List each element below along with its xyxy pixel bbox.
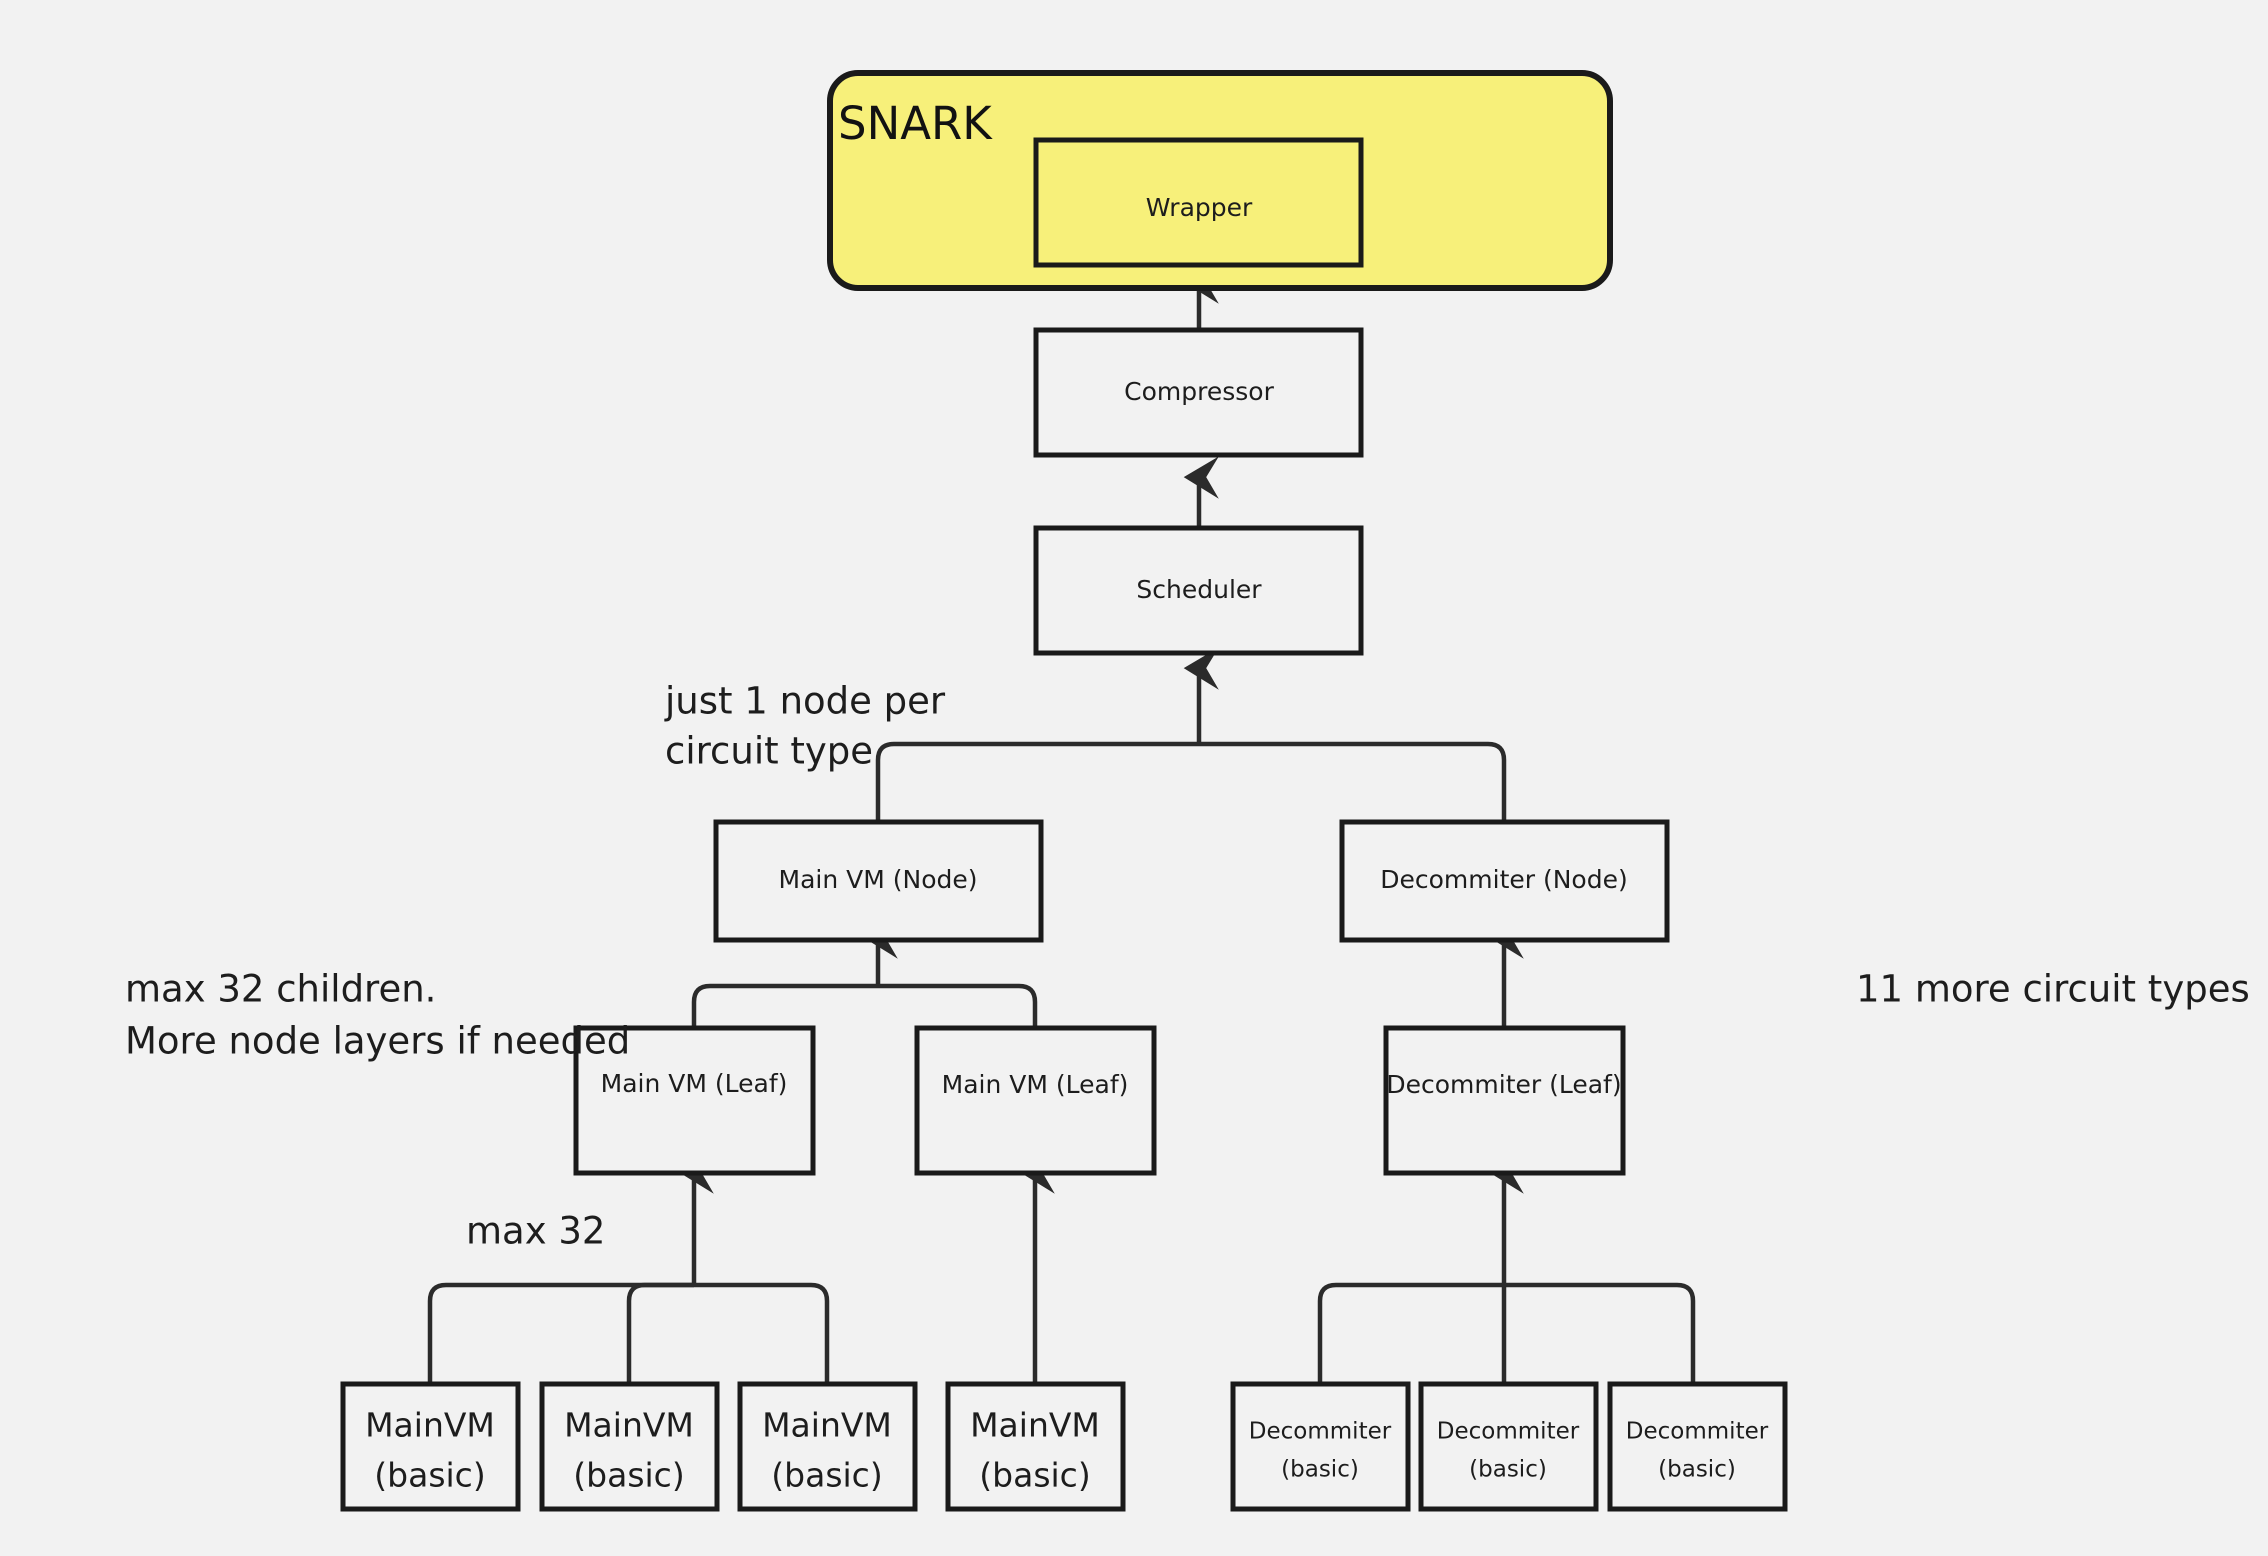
decommiter-basic-3-box[interactable] xyxy=(1607,1381,1788,1512)
mainvm-basic-4-line1: MainVM xyxy=(970,1406,1100,1445)
main-vm-node-box[interactable] xyxy=(713,819,1044,943)
decommiter-basic-1[interactable]: Decommiter (basic) xyxy=(1230,1381,1411,1512)
scheduler-label: Scheduler xyxy=(1136,575,1262,604)
mainvm-basic-4-line2: (basic) xyxy=(979,1456,1090,1495)
snark-group-title: SNARK xyxy=(838,97,993,150)
connector-layer xyxy=(427,261,1696,1385)
mainvm-basic-1-line2: (basic) xyxy=(374,1456,485,1495)
mainvm-basic-3-line1: MainVM xyxy=(762,1406,892,1445)
connector-mainvm-node-to-branch xyxy=(875,741,1199,824)
snark-group[interactable]: SNARK Wrapper xyxy=(827,70,1613,291)
annotation-leaf-max32: max 32 xyxy=(466,1210,605,1253)
connector-decommiter-node-to-branch xyxy=(1199,741,1507,824)
mainvm-basic-1-line1: MainVM xyxy=(365,1406,495,1445)
compressor-label: Compressor xyxy=(1124,377,1274,406)
main-vm-leaf-1-label: Main VM (Leaf) xyxy=(601,1069,788,1098)
connector-mainvm-leaf2-to-branch xyxy=(878,983,1038,1030)
wrapper-label: Wrapper xyxy=(1146,193,1253,222)
main-vm-leaf-1-box[interactable] xyxy=(573,1025,816,1176)
scheduler-node[interactable]: Scheduler xyxy=(1033,525,1364,656)
main-vm-node-label: Main VM (Node) xyxy=(779,865,978,894)
decommiter-basic-3[interactable]: Decommiter (basic) xyxy=(1607,1381,1788,1512)
decommiter-node-box[interactable] xyxy=(1339,819,1670,943)
decommiter-basic-2-line1: Decommiter xyxy=(1437,1419,1580,1445)
connector-mainvm-leaf1-to-branch xyxy=(691,983,878,1030)
main-vm-node[interactable]: Main VM (Node) xyxy=(713,819,1044,943)
mainvm-basic-2-line1: MainVM xyxy=(564,1406,694,1445)
main-vm-leaf-2-box[interactable] xyxy=(914,1025,1157,1176)
decommiter-basic-2-box[interactable] xyxy=(1418,1381,1599,1512)
decommiter-basic-3-line1: Decommiter xyxy=(1626,1419,1769,1445)
mainvm-basic-2-box[interactable] xyxy=(539,1381,720,1512)
decommiter-node-label: Decommiter (Node) xyxy=(1380,865,1628,894)
annotation-node-line2: More node layers if needed xyxy=(125,1020,630,1063)
decommiter-basic-3-line2: (basic) xyxy=(1658,1457,1736,1483)
connector-mainvm-basic2-to-branch xyxy=(626,1282,694,1385)
decommiter-basic-1-line1: Decommiter xyxy=(1249,1419,1392,1445)
mainvm-basic-3[interactable]: MainVM (basic) xyxy=(737,1381,918,1512)
main-vm-leaf-2[interactable]: Main VM (Leaf) xyxy=(914,1025,1157,1176)
annotation-more-circuit-types: 11 more circuit types xyxy=(1856,968,2250,1011)
decommiter-basic-2-line2: (basic) xyxy=(1469,1457,1547,1483)
mainvm-basic-1-box[interactable] xyxy=(340,1381,521,1512)
main-vm-leaf-1[interactable]: Main VM (Leaf) xyxy=(573,1025,816,1176)
main-vm-leaf-2-label: Main VM (Leaf) xyxy=(942,1070,1129,1099)
decommiter-leaf-1[interactable]: Decommiter (Leaf) xyxy=(1383,1025,1626,1176)
decommiter-basic-2[interactable]: Decommiter (basic) xyxy=(1418,1381,1599,1512)
connector-mainvm-basic1-to-branch xyxy=(427,1282,694,1385)
mainvm-basic-3-box[interactable] xyxy=(737,1381,918,1512)
connector-decommiter-basic1-to-branch xyxy=(1317,1282,1504,1385)
annotation-scheduler-line1: just 1 node per xyxy=(664,680,946,723)
mainvm-basic-1[interactable]: MainVM (basic) xyxy=(340,1381,521,1512)
mainvm-basic-2[interactable]: MainVM (basic) xyxy=(539,1381,720,1512)
decommiter-leaf-1-label: Decommiter (Leaf) xyxy=(1386,1070,1621,1099)
decommiter-leaf-1-box[interactable] xyxy=(1383,1025,1626,1176)
decommiter-basic-1-box[interactable] xyxy=(1230,1381,1411,1512)
compressor-node[interactable]: Compressor xyxy=(1033,327,1364,458)
scheduler-box[interactable] xyxy=(1033,525,1364,656)
wrapper-box[interactable] xyxy=(1033,137,1364,268)
compressor-box[interactable] xyxy=(1033,327,1364,458)
mainvm-basic-4[interactable]: MainVM (basic) xyxy=(945,1381,1126,1512)
decommiter-node[interactable]: Decommiter (Node) xyxy=(1339,819,1670,943)
connector-mainvm-basic3-to-branch xyxy=(694,1282,830,1385)
decommiter-basic-1-line2: (basic) xyxy=(1281,1457,1359,1483)
annotation-node-line1: max 32 children. xyxy=(125,968,436,1011)
connector-decommiter-basic3-to-branch xyxy=(1504,1282,1696,1385)
mainvm-basic-2-line2: (basic) xyxy=(573,1456,684,1495)
annotation-scheduler-line2: circuit type xyxy=(665,730,873,773)
mainvm-basic-3-line2: (basic) xyxy=(771,1456,882,1495)
mainvm-basic-4-box[interactable] xyxy=(945,1381,1126,1512)
